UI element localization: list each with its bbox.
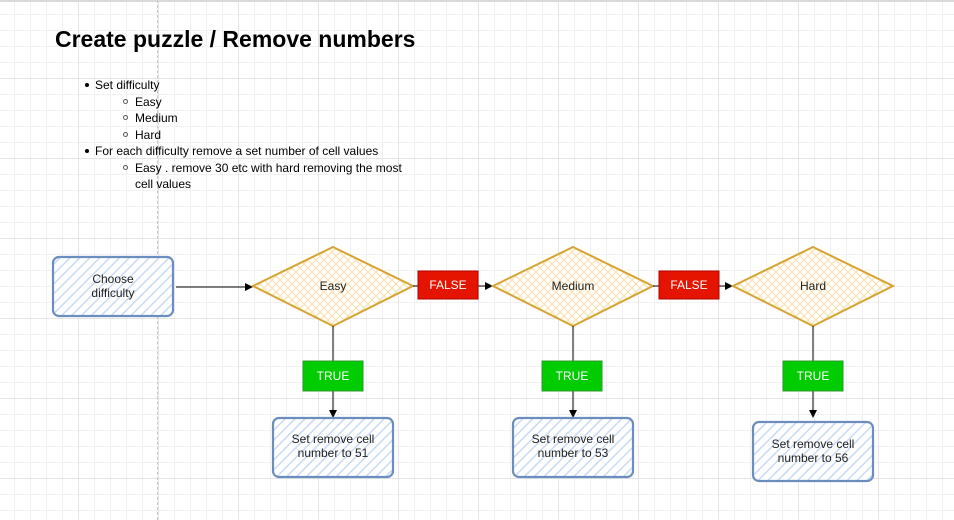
- start-node-line1: Choose: [92, 272, 134, 286]
- result-hard-line2: number to 56: [778, 451, 849, 465]
- result-hard-line1: Set remove cell: [772, 437, 855, 451]
- false-tag-1-label: FALSE: [429, 278, 466, 292]
- true-tag-3-label: TRUE: [797, 369, 830, 383]
- result-easy-line1: Set remove cell: [292, 432, 375, 446]
- note-sub-hard: Hard: [123, 127, 415, 144]
- note-item-set-difficulty: Set difficulty: [85, 77, 415, 94]
- decision-hard[interactable]: Hard: [730, 245, 896, 328]
- decision-easy[interactable]: Easy: [250, 245, 416, 328]
- page-title[interactable]: Create puzzle / Remove numbers: [55, 26, 416, 52]
- result-medium-line2: number to 53: [538, 446, 609, 460]
- decision-hard-label: Hard: [800, 279, 826, 293]
- note-sub-easy-remove-line2: cell values: [135, 177, 192, 191]
- result-medium-line1: Set remove cell: [532, 432, 615, 446]
- true-tag-1-label: TRUE: [317, 369, 350, 383]
- canvas-top-border: [0, 0, 954, 2]
- false-tag-2[interactable]: FALSE: [658, 270, 720, 300]
- true-tag-1[interactable]: TRUE: [302, 360, 364, 392]
- true-tag-3[interactable]: TRUE: [782, 360, 844, 392]
- start-node-line2: difficulty: [91, 286, 134, 300]
- note-sub-easy-remove-line1: Easy . remove 30 etc with hard removing …: [135, 160, 402, 175]
- result-easy-line2: number to 51: [298, 446, 369, 460]
- result-easy[interactable]: Set remove cell number to 51: [271, 416, 395, 479]
- false-tag-1[interactable]: FALSE: [417, 270, 479, 300]
- note-sub-medium: Medium: [123, 110, 415, 127]
- start-node[interactable]: Choose difficulty: [51, 255, 175, 318]
- decision-easy-label: Easy: [320, 279, 347, 293]
- note-item-remove-values: For each difficulty remove a set number …: [85, 143, 415, 160]
- result-medium[interactable]: Set remove cell number to 53: [511, 416, 635, 479]
- note-sub-easy: Easy: [123, 94, 415, 111]
- note-sub-easy-remove: Easy . remove 30 etc with hard removing …: [123, 160, 415, 193]
- decision-medium-label: Medium: [552, 279, 595, 293]
- result-hard[interactable]: Set remove cell number to 56: [751, 420, 875, 483]
- true-tag-2[interactable]: TRUE: [541, 360, 603, 392]
- notes-list[interactable]: Set difficulty Easy Medium Hard For each…: [85, 77, 415, 193]
- decision-medium[interactable]: Medium: [490, 245, 656, 328]
- true-tag-2-label: TRUE: [556, 369, 589, 383]
- false-tag-2-label: FALSE: [670, 278, 707, 292]
